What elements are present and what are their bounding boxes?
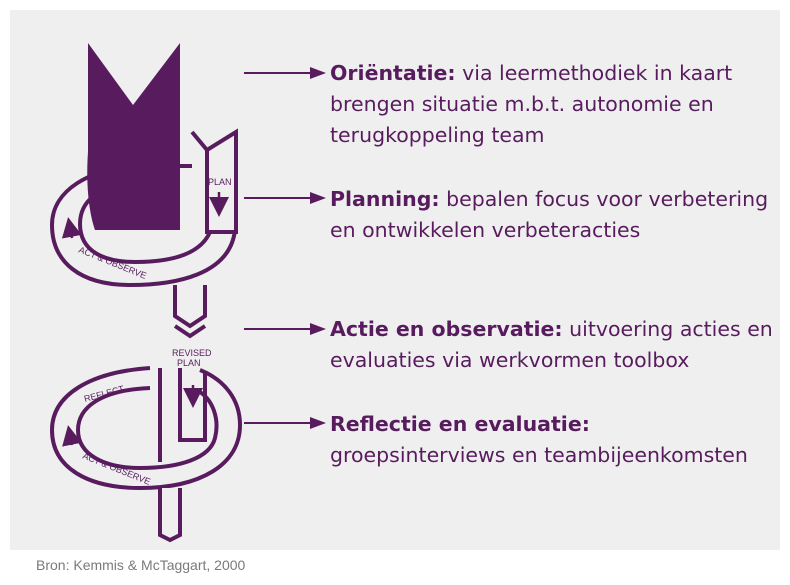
- revised-label-line2: PLAN: [177, 358, 201, 368]
- cycle-2-inner-ring: [75, 386, 219, 471]
- step-3-text: uitvoering acties en evaluaties via werk…: [330, 317, 773, 372]
- step-4-heading: Reflectie en evaluatie:: [330, 412, 590, 436]
- arrow-to-step-1: [244, 72, 310, 74]
- arrow-to-step-3: [244, 328, 310, 330]
- orientation-chevron-shape: [88, 43, 180, 152]
- connector-strip: [173, 285, 207, 329]
- step-actie-observatie: Actie en observatie: uitvoering acties e…: [330, 314, 780, 376]
- step-orientatie: Oriëntatie: via leermethodiek in kaart b…: [330, 58, 780, 151]
- cycle-2-plan-strip: [158, 368, 207, 462]
- source-citation: Bron: Kemmis & McTaggart, 2000: [36, 557, 246, 573]
- cycle-1-plan-label: PLAN: [208, 177, 232, 187]
- revised-label-line1: REVISED: [172, 348, 212, 358]
- arrow-to-step-4: [244, 422, 310, 424]
- act-up-arrow-icon: [61, 217, 82, 239]
- step-planning: Planning: bepalen focus voor verbetering…: [330, 184, 780, 246]
- arrow-to-step-2: [244, 197, 310, 199]
- step-2-text: bepalen focus voor verbetering en ontwik…: [330, 187, 769, 242]
- step-reflectie-evaluatie: Reflectie en evaluatie: groepsinterviews…: [330, 409, 780, 471]
- cycle-2: REFLECT ACT & OBSERVE: [49, 366, 243, 543]
- arrow-head-step-4-icon: [310, 417, 326, 429]
- arrow-head-step-3-icon: [310, 323, 326, 335]
- cycle-2-outer-ring: [49, 366, 243, 491]
- cycle-2-tail: [158, 488, 182, 543]
- step-1-heading: Oriëntatie:: [330, 61, 456, 85]
- cycle-1-dark-fill: [87, 152, 180, 230]
- step-4-text: groepsinterviews en teambijeenkomsten: [330, 443, 748, 467]
- step-1-text: via leermethodiek in kaart brengen situa…: [330, 61, 733, 147]
- connector-chevron: [173, 324, 207, 339]
- arrow-head-step-1-icon: [310, 67, 326, 79]
- arrow-head-step-2-icon: [310, 192, 326, 204]
- step-3-heading: Actie en observatie:: [330, 317, 563, 341]
- cycle-1: REFLECT PLAN ACT & OBSERVE: [49, 128, 238, 288]
- step-2-heading: Planning:: [330, 187, 440, 211]
- cycle-2-act-up-arrow-icon: [62, 425, 82, 447]
- action-research-spiral: REFLECT PLAN ACT & OBSERVE REVISED PLAN …: [49, 43, 243, 543]
- cycle-2-reflect-label: REFLECT: [83, 384, 126, 404]
